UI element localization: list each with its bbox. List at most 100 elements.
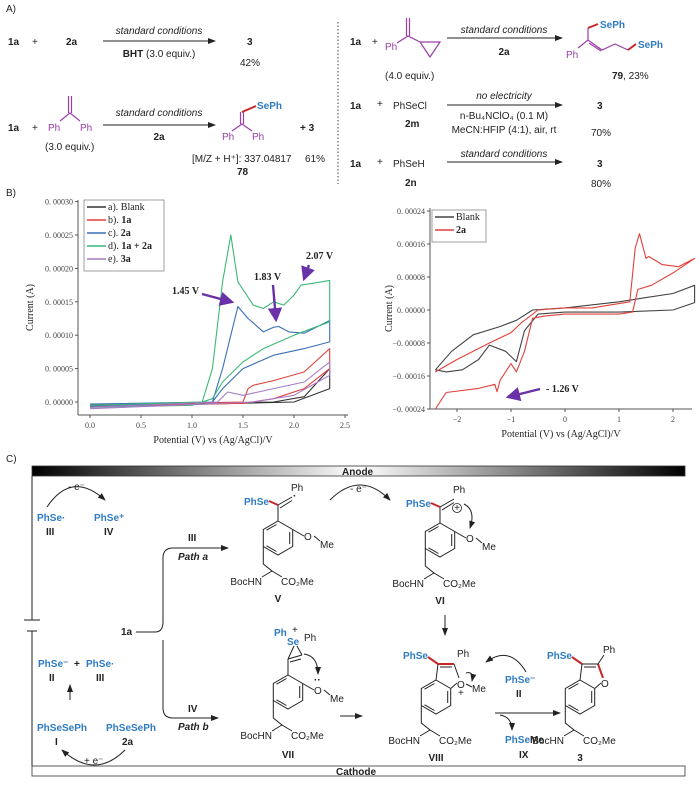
reactant-1a: 1a <box>8 123 20 134</box>
bochn: BocHN <box>240 731 272 742</box>
label-VII: VII <box>282 750 294 761</box>
series-line-1 <box>434 233 696 410</box>
legend-bold: 2a <box>121 228 131 239</box>
product-seph: SePh <box>257 101 282 112</box>
phseme-me: Me <box>530 735 544 746</box>
y-axis-title: Current (A) <box>25 284 36 331</box>
legend-prefix: d). <box>108 241 121 252</box>
plus: + <box>32 37 38 48</box>
legend-bold: 2a <box>456 225 466 236</box>
x-tick-label: 1 <box>617 415 621 424</box>
path-b-label: Path b <box>178 722 209 733</box>
ph-group: Ph <box>304 633 316 644</box>
label-VIII: VIII <box>428 753 443 764</box>
label-2a: 2a <box>122 737 134 748</box>
mass-spec: [M/Z + H⁺]: 337.04817 <box>192 154 292 165</box>
legend-text: Blank <box>456 212 480 223</box>
charge: + <box>454 503 460 514</box>
ester: CO₂Me <box>583 736 616 747</box>
product-ph: Ph <box>566 50 578 61</box>
reactant-2a: 2a <box>66 37 78 48</box>
panel-label-a: A) <box>6 4 16 15</box>
bochn: BocHN <box>230 577 262 588</box>
y-tick-label: 0. 00010 <box>45 331 73 340</box>
label-II: II <box>49 673 55 684</box>
annotation-arrow <box>301 264 315 282</box>
plus-product: + 3 <box>300 123 315 134</box>
oxygen: O <box>314 686 322 697</box>
x-tick-label: 1.0 <box>187 421 197 430</box>
annotation-1-45: 1.45 V <box>172 286 200 297</box>
x-tick-label: 0 <box>563 415 567 424</box>
series-line-3 <box>89 234 331 408</box>
annotation-arrow <box>505 387 541 402</box>
y-tick-label: −0. 00024 <box>392 405 425 414</box>
conditions-electrolyte: n-Bu₄NClO₄ (0.1 M) <box>460 111 548 122</box>
plus: + <box>372 37 378 48</box>
ph-group: Ph <box>453 485 465 496</box>
curly-arrow <box>465 672 477 682</box>
conditions-above: standard conditions <box>116 26 203 37</box>
charge: + <box>458 688 464 699</box>
conditions-above: no electricity <box>476 91 533 102</box>
conditions-above: standard conditions <box>461 149 548 160</box>
legend-bold: 1a <box>121 215 131 226</box>
reagent: PhSeCl <box>393 101 427 112</box>
product: 3 <box>247 37 253 48</box>
y-axis-title: Current (A) <box>384 285 395 332</box>
cathode-bar <box>31 765 686 777</box>
additive-equiv: (3.0 equiv.) <box>143 49 195 60</box>
nucleophilic-attack-arrow <box>485 654 527 673</box>
diselenide-radical-anion: PhSeSePh <box>37 723 87 734</box>
methyl: Me <box>472 684 486 695</box>
product-label: 78 <box>237 167 249 178</box>
phse-anion: PhSe⁻ <box>505 675 535 686</box>
y-tick-label: −0. 00008 <box>392 339 425 348</box>
path-a-line <box>136 547 174 633</box>
label-3: 3 <box>577 753 583 764</box>
intermediate-V: PhSe Ph · O Me BocHN CO₂Me V <box>230 483 334 605</box>
oxygen: O <box>466 534 474 545</box>
seph-group: PhSe <box>406 499 431 510</box>
oxygen: O <box>601 679 609 690</box>
oxygen: O <box>457 680 465 691</box>
seph-group: PhSe <box>244 497 269 508</box>
reaction-4: 1a + PhSeCl 2m no electricity n-Bu₄NClO₄… <box>350 91 611 139</box>
equiv: (4.0 equiv.) <box>385 71 434 82</box>
y-tick-label: 0. 00030 <box>45 198 73 207</box>
conditions-below: 2a <box>498 47 510 58</box>
legend-entry: b). 1a <box>108 215 131 226</box>
oxidation-arrow <box>46 486 106 508</box>
substrate-1a: 1a <box>121 627 133 638</box>
legend-prefix: e). <box>108 254 121 265</box>
product-label: 79 <box>612 71 624 82</box>
diphenylethylene-bonds <box>59 96 81 122</box>
ph-on-se: Ph <box>274 628 287 639</box>
label-IV: IV <box>104 527 114 538</box>
bochn: BocHN <box>388 736 420 747</box>
product-seph-2: SePh <box>638 40 663 51</box>
product-seph-1: SePh <box>600 20 625 31</box>
label-I: I <box>55 737 58 748</box>
radical-dot: · <box>293 491 296 502</box>
x-axis-title: Potential (V) vs (Ag/AgCl)/V <box>153 435 273 446</box>
reaction-5: 1a + PhSeH 2n standard conditions 3 80% <box>350 149 611 190</box>
byproduct-arrow <box>499 714 515 731</box>
intermediate-VII: Se Ph + Ph ·· O Me BocHN CO₂Me VII <box>240 625 344 761</box>
path-a-reagent: III <box>188 533 197 544</box>
legend-prefix: b). <box>108 215 121 226</box>
phse-radical: PhSe· <box>37 513 65 524</box>
selenium: Se <box>287 637 300 648</box>
x-tick-label: 2 <box>671 415 675 424</box>
anode-label: Anode <box>342 467 374 478</box>
bochn: BocHN <box>392 579 424 590</box>
series-line-4 <box>89 361 331 410</box>
x-tick-label: −2 <box>453 415 462 424</box>
legend-prefix: c). <box>108 228 121 239</box>
cation-circle <box>452 503 462 513</box>
annotation-arrow <box>201 291 235 306</box>
annotation-minus-1-26: - 1.26 V <box>546 384 580 395</box>
svg-text:79, 23%: 79, 23% <box>612 71 649 82</box>
bochn: BocHN <box>532 736 564 747</box>
